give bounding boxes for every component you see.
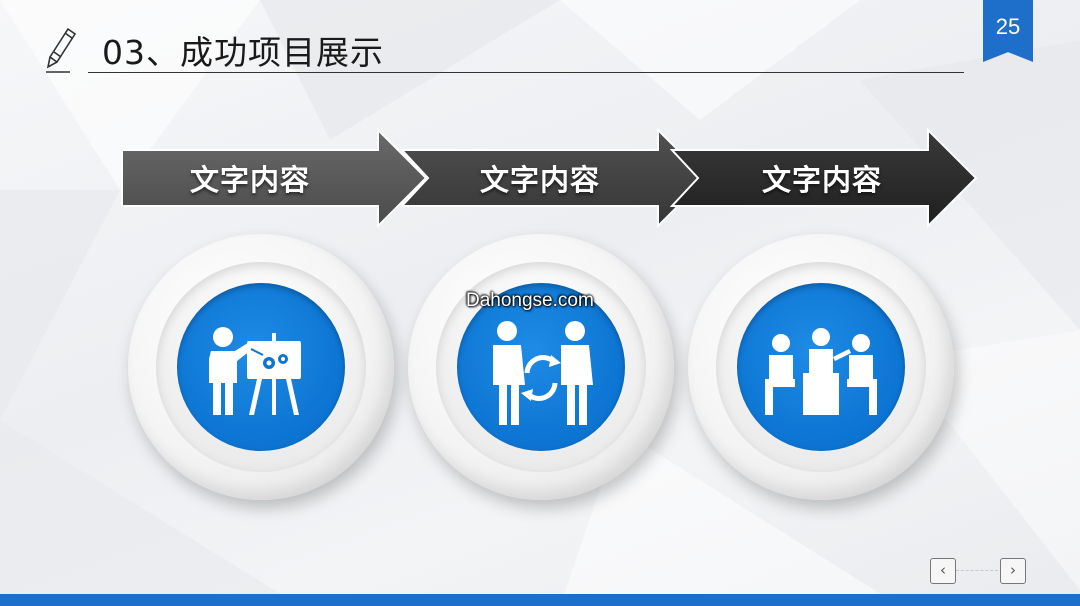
exchange-people-icon xyxy=(493,321,593,425)
step-label-3: 文字内容 xyxy=(761,163,882,197)
step-circle-1 xyxy=(128,234,394,500)
page-number-badge xyxy=(983,0,1033,62)
meeting-icon xyxy=(765,328,877,415)
step-arrow-2 xyxy=(400,128,708,228)
step-label-1: 文字内容 xyxy=(189,163,310,197)
step-label-2: 文字内容 xyxy=(479,163,600,197)
prev-slide-button[interactable]: ‹ xyxy=(930,558,956,584)
next-slide-button[interactable]: › xyxy=(1000,558,1026,584)
watermark-text: Dahongse.com xyxy=(466,290,594,311)
step-circle-2 xyxy=(408,234,674,500)
pencil-icon xyxy=(46,27,77,73)
page-title: 03、成功项目展示 xyxy=(102,33,384,72)
step-circle-3 xyxy=(688,234,954,500)
bottom-accent-bar xyxy=(0,594,1080,606)
nav-divider xyxy=(956,570,998,571)
step-arrow-1 xyxy=(121,128,428,228)
title-divider xyxy=(88,72,964,73)
page-number: 25 xyxy=(995,14,1021,39)
presentation-icon xyxy=(209,327,301,415)
step-arrow-3 xyxy=(670,128,978,228)
